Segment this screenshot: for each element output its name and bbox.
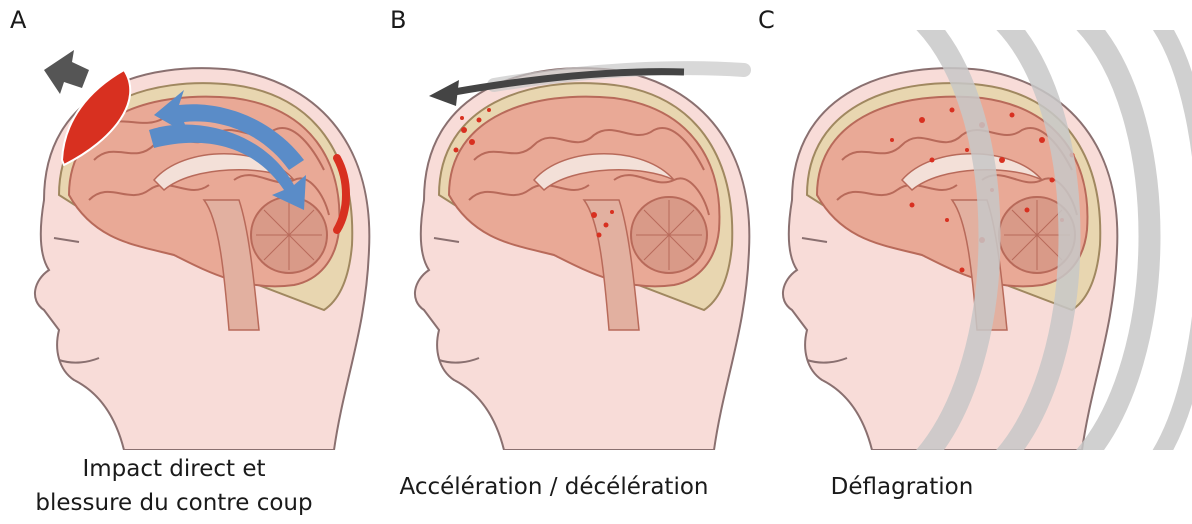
caption-a-line-1: Impact direct et <box>4 452 344 486</box>
caption-b: Accélération / décélération <box>384 470 724 504</box>
panel-b: B Accélération / décélération <box>384 0 764 524</box>
caption-a: Impact direct et blessure du contre coup <box>4 452 344 520</box>
head-illustration-acceleration <box>384 30 764 450</box>
blast-wave-4 <box>1157 30 1192 450</box>
panel-a: A <box>4 0 384 524</box>
head-illustration-direct-impact <box>4 30 384 450</box>
impact-arrow-icon <box>44 50 89 94</box>
acceleration-arrowhead-icon <box>429 80 459 106</box>
caption-a-line-2: blessure du contre coup <box>4 486 344 520</box>
caption-c: Déflagration <box>752 470 1052 504</box>
head-illustration-blast <box>752 30 1192 450</box>
panel-c: C <box>752 0 1132 524</box>
caption-b-line-1: Accélération / décélération <box>384 470 724 504</box>
caption-c-line-1: Déflagration <box>752 470 1052 504</box>
